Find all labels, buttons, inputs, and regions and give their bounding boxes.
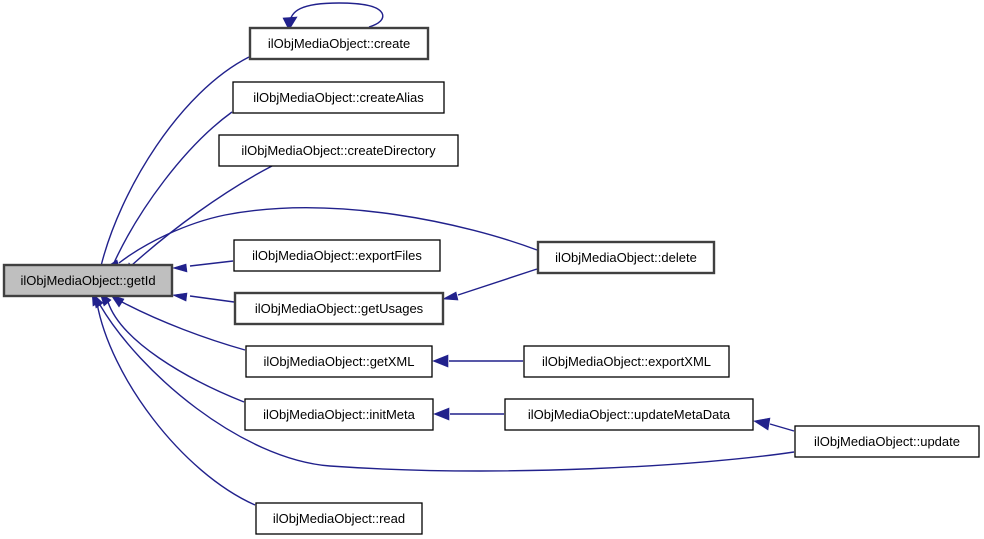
node-createAlias[interactable]: ilObjMediaObject::createAlias [232,81,445,114]
node-create[interactable]: ilObjMediaObject::create [248,26,430,61]
edge-initMeta-to-getId [99,292,245,403]
node-layer: ilObjMediaObject::getId ilObjMediaObject… [2,26,980,535]
edge-getXML-to-getId [110,294,246,351]
node-updateMetaData[interactable]: ilObjMediaObject::updateMetaData [504,398,754,431]
node-exportXML-label: ilObjMediaObject::exportXML [542,354,711,369]
edge-read-to-getId [91,291,256,506]
node-create-label: ilObjMediaObject::create [268,36,410,51]
node-update[interactable]: ilObjMediaObject::update [794,425,980,458]
node-getXML[interactable]: ilObjMediaObject::getXML [245,345,433,378]
node-initMeta[interactable]: ilObjMediaObject::initMeta [244,398,434,431]
node-exportFiles-label: ilObjMediaObject::exportFiles [252,248,422,263]
node-createAlias-label: ilObjMediaObject::createAlias [253,90,424,105]
node-getUsages[interactable]: ilObjMediaObject::getUsages [233,291,445,326]
edge-getUsages-to-getId [171,292,235,303]
node-createDirectory[interactable]: ilObjMediaObject::createDirectory [218,134,459,167]
node-exportFiles[interactable]: ilObjMediaObject::exportFiles [233,239,441,272]
node-initMeta-label: ilObjMediaObject::initMeta [263,407,415,422]
edge-update-to-updateMetaData [753,417,795,432]
edge-updateMetaData-to-initMeta [433,407,504,421]
node-getXML-label: ilObjMediaObject::getXML [263,354,414,369]
node-exportXML[interactable]: ilObjMediaObject::exportXML [523,345,730,378]
node-getUsages-label: ilObjMediaObject::getUsages [255,301,424,316]
edge-create-self-loop [282,2,384,31]
node-read[interactable]: ilObjMediaObject::read [255,502,423,535]
node-createDirectory-label: ilObjMediaObject::createDirectory [241,143,436,158]
node-read-label: ilObjMediaObject::read [273,511,405,526]
node-delete-label: ilObjMediaObject::delete [555,250,697,265]
node-getId[interactable]: ilObjMediaObject::getId [2,263,174,298]
edge-exportFiles-to-getId [171,260,234,273]
node-update-label: ilObjMediaObject::update [814,434,960,449]
edge-update-to-getId [92,293,795,472]
edge-delete-to-getUsages [441,268,538,301]
node-delete[interactable]: ilObjMediaObject::delete [536,240,716,275]
node-updateMetaData-label: ilObjMediaObject::updateMetaData [528,407,731,422]
node-getId-label: ilObjMediaObject::getId [20,273,155,288]
edge-exportXML-to-getXML [432,354,523,368]
